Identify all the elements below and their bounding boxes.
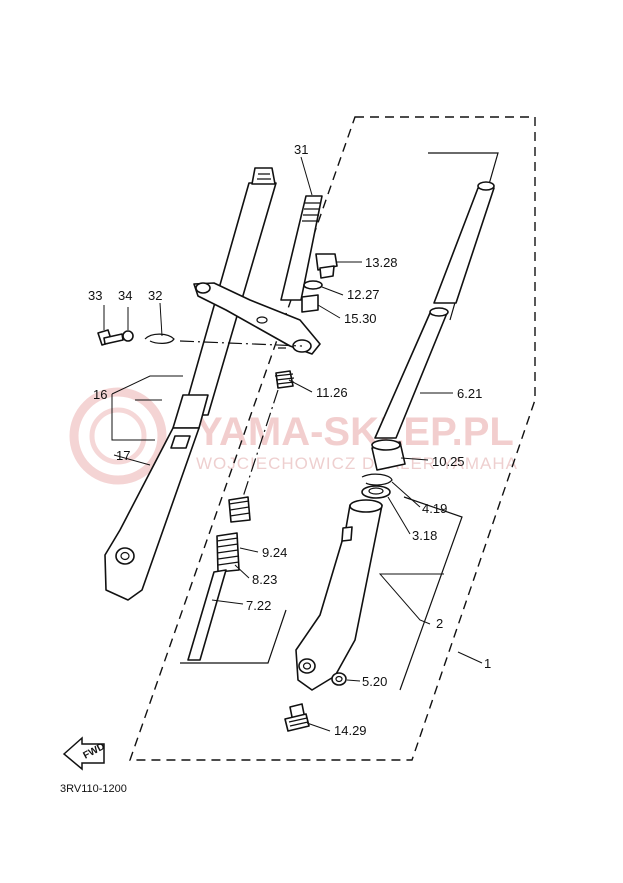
callout-1: 1 (484, 656, 491, 671)
leader-lines (103, 156, 483, 732)
cap-bolt-13 (315, 253, 338, 279)
oil-seal-3 (361, 485, 391, 499)
collar-15 (301, 294, 319, 313)
lower-bracket (193, 282, 321, 355)
bolt-33 (97, 329, 124, 346)
callout-7-22: 7.22 (246, 598, 271, 613)
group-boundary-2 (399, 496, 463, 691)
oring-12 (303, 280, 323, 290)
left-fork-tube (104, 167, 277, 601)
drain-bolt-5 (331, 672, 347, 686)
callout-10-25: 10.25 (432, 454, 465, 469)
center-line-bracket (179, 340, 303, 347)
callout-33: 33 (88, 288, 102, 303)
damper-spring-11 (241, 370, 295, 501)
callout-32: 32 (148, 288, 162, 303)
callout-2: 2 (436, 616, 443, 631)
outer-tube-2 (295, 499, 383, 691)
damper-rod-7 (187, 569, 227, 661)
callout-12-27: 12.27 (347, 287, 380, 302)
callout-34: 34 (118, 288, 132, 303)
watermark-logo-inner (89, 407, 147, 465)
callout-14-29: 14.29 (334, 723, 367, 738)
callout-13-28: 13.28 (365, 255, 398, 270)
callout-11-26: 11.26 (316, 385, 348, 400)
callout-4-19: 4.19 (422, 501, 447, 516)
callout-31: 31 (294, 142, 308, 157)
bolt-14 (284, 703, 310, 732)
rebound-spring-9 (216, 532, 240, 573)
inner-tube-6 (374, 181, 495, 439)
callout-5-20: 5.20 (362, 674, 387, 689)
callout-3-18: 3.18 (412, 528, 437, 543)
fwd-arrow-icon: FWD (62, 736, 107, 771)
circlip-4 (361, 473, 393, 486)
watermark: YAMA-SKLEP.PL WOJCIECHOWICZ DEALER YAMAH… (69, 387, 518, 485)
callout-9-24: 9.24 (262, 545, 287, 560)
callout-15-30: 15.30 (344, 311, 377, 326)
watermark-title: YAMA-SKLEP.PL (196, 410, 514, 454)
callout-16: 16 (93, 387, 107, 402)
clip-32 (144, 333, 175, 344)
callout-6-21: 6.21 (457, 386, 482, 401)
callout-17: 17 (116, 448, 130, 463)
watermark-logo-ring (69, 387, 167, 485)
steering-stem (280, 195, 323, 301)
group-boundary-damper (180, 347, 287, 664)
callout-8-23: 8.23 (252, 572, 277, 587)
assembly-boundary-1 (129, 116, 536, 761)
damper-spring-lower (228, 496, 251, 523)
diagram-code: 3RV110-1200 (60, 783, 127, 795)
dust-seal-10 (371, 439, 406, 471)
washer-34 (122, 330, 134, 342)
watermark-subtitle: WOJCIECHOWICZ DEALER YAMAHA (196, 454, 518, 473)
